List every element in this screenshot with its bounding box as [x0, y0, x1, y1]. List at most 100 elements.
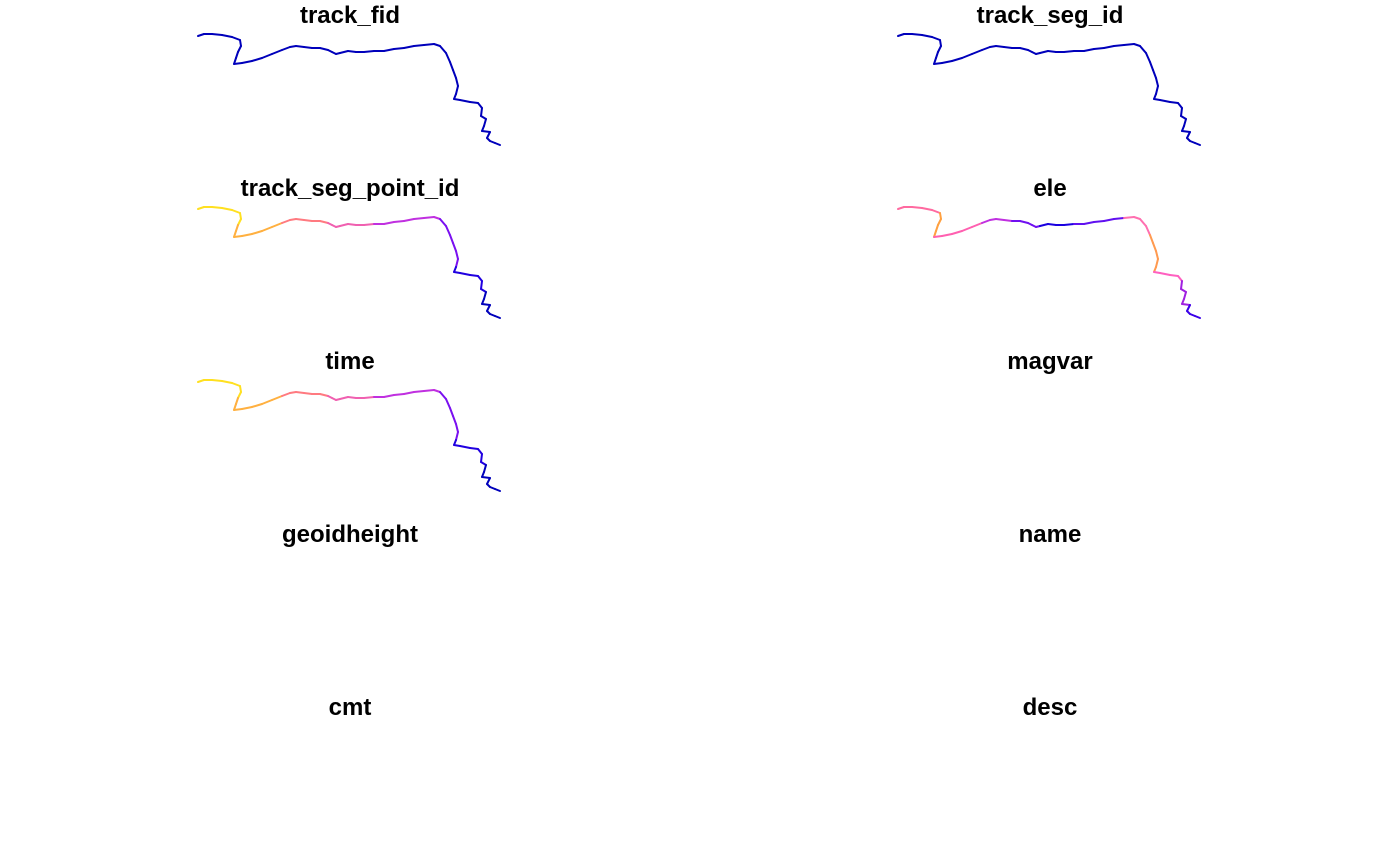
track-segment — [413, 44, 425, 47]
track-segment — [1186, 304, 1191, 312]
track-segment — [433, 216, 441, 220]
track-segment — [480, 453, 483, 463]
panel-title: track_seg_id — [976, 2, 1124, 29]
track-segment — [483, 464, 487, 473]
track-segment — [233, 235, 243, 238]
track-segment — [439, 391, 447, 400]
track-segment — [494, 142, 501, 146]
panel-title: cmt — [328, 694, 372, 721]
track-segment — [897, 33, 905, 37]
track-segment — [295, 45, 305, 48]
track-segment — [459, 99, 471, 103]
track-segment — [319, 47, 329, 51]
track-segment — [1047, 223, 1057, 226]
track-segment — [486, 131, 491, 139]
track-segment — [941, 233, 953, 237]
panel-title: track_fid — [299, 2, 401, 29]
track-segment — [1194, 142, 1201, 146]
track-segment — [1003, 219, 1013, 222]
track-segment — [1063, 223, 1075, 226]
track-segment — [935, 224, 939, 232]
track-segment — [1153, 98, 1161, 101]
track-segment — [393, 47, 405, 50]
track-segment — [251, 57, 263, 62]
track-segment — [261, 53, 273, 59]
track-segment — [1083, 221, 1095, 225]
track-segment — [403, 218, 415, 222]
track-segment — [393, 393, 405, 396]
track-segment — [911, 33, 923, 36]
panel-magvar: magvar — [700, 346, 1400, 519]
track-segment — [423, 389, 435, 392]
panel-name: name — [700, 519, 1400, 692]
track-segment — [445, 225, 451, 236]
track-segment — [1183, 118, 1187, 127]
track-segment — [1155, 77, 1159, 87]
track-segment — [383, 48, 395, 52]
track-segment — [931, 36, 941, 41]
track-segment — [1181, 303, 1191, 306]
track-segment — [197, 206, 205, 210]
track-segment — [939, 39, 942, 47]
track-segment — [295, 391, 305, 394]
track-segment — [445, 52, 451, 63]
track-segment — [459, 272, 471, 276]
track-segment — [1047, 50, 1057, 53]
track-segment — [477, 275, 483, 282]
track-segment — [971, 222, 983, 228]
track-segment — [1145, 225, 1151, 236]
track-segment — [221, 34, 233, 38]
track-segment — [235, 224, 239, 232]
panel-track-seg-point-id: track_seg_point_id — [0, 173, 700, 346]
track-segment — [937, 218, 942, 226]
track-segment — [933, 235, 943, 238]
track-segment — [483, 291, 487, 300]
track-segment — [233, 408, 243, 411]
track-line — [197, 206, 501, 319]
track-segment — [231, 36, 241, 41]
track-segment — [433, 389, 441, 393]
track-segment — [452, 69, 457, 79]
panel-time: time — [0, 346, 700, 519]
track-segment — [935, 51, 939, 59]
track-segment — [1155, 258, 1159, 268]
track-segment — [455, 77, 459, 87]
track-segment — [221, 207, 233, 211]
track-segment — [961, 53, 973, 59]
track-segment — [433, 43, 441, 47]
track-segment — [921, 207, 933, 211]
track-line — [197, 33, 501, 146]
panel-title: time — [325, 348, 375, 375]
track-segment — [251, 230, 263, 235]
track-segment — [469, 101, 479, 104]
track-segment — [939, 212, 942, 220]
panel-title: desc — [1022, 694, 1078, 721]
panel-track-seg-id: track_seg_id — [700, 0, 1400, 173]
track-segment — [347, 396, 357, 399]
track-segment — [951, 57, 963, 62]
track-segment — [1155, 85, 1159, 95]
track-segment — [347, 50, 357, 53]
panel-title: ele — [1033, 175, 1067, 202]
track-segment — [452, 242, 457, 252]
panel-cmt: cmt — [0, 692, 700, 865]
track-segment — [483, 118, 487, 127]
track-segment — [197, 33, 205, 37]
track-segment — [453, 271, 461, 274]
track-segment — [339, 396, 349, 400]
track-segment — [281, 219, 291, 224]
track-segment — [1063, 50, 1075, 53]
track-segment — [233, 62, 243, 65]
track-segment — [231, 382, 241, 387]
track-segment — [995, 45, 1005, 48]
track-segment — [237, 391, 242, 399]
track-segment — [455, 431, 459, 441]
track-segment — [951, 230, 963, 235]
track-segment — [937, 45, 942, 53]
track-segment — [1180, 107, 1183, 117]
track-segment — [423, 43, 435, 46]
panel-title: geoidheight — [282, 521, 418, 548]
panel-geoidheight: geoidheight — [0, 519, 700, 692]
track-segment — [1019, 47, 1029, 51]
